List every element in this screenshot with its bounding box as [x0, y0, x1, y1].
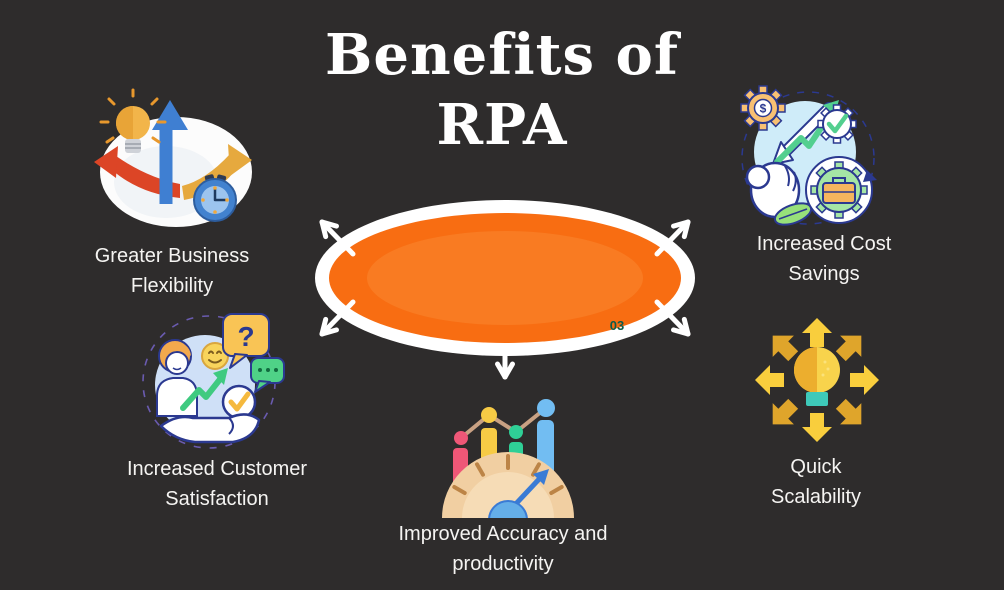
arrow-top-left-icon — [319, 219, 356, 257]
arrow-bottom-right-icon — [654, 299, 691, 337]
page-number-badge: 03 — [610, 318, 624, 333]
benefit-label-line: Increased Cost — [756, 233, 892, 255]
benefit-label-quick-scalability: Quick Scalability — [771, 452, 861, 512]
chat-dots-bubble-icon — [250, 357, 285, 393]
check-gear-icon — [817, 104, 857, 144]
arrow-top-right-icon — [654, 219, 691, 257]
open-hand-icon — [159, 413, 261, 444]
customer-satisfaction-chat-check-icon: ? — [142, 313, 285, 449]
benefit-label-increased-customer-satisfaction: Increased Customer Satisfaction — [127, 454, 307, 514]
ellipse-inner-shade — [367, 231, 643, 325]
dashed-ring — [741, 91, 875, 225]
benefit-label-line: Satisfaction — [165, 488, 269, 510]
expanding-arrows — [755, 318, 879, 442]
dollar-glyph: $ — [760, 102, 767, 116]
question-bubble-icon: ? — [222, 313, 270, 369]
question-glyph: ? — [237, 321, 254, 352]
check-circle-icon — [221, 384, 257, 420]
growth-arrow-icon — [180, 368, 228, 411]
arrow-bottom-center-icon — [495, 347, 515, 380]
benefit-label-line: Improved Accuracy and — [398, 523, 608, 545]
flexibility-arrows-bulb-clock-icon — [94, 88, 252, 227]
benefit-label-line: Increased Customer — [126, 458, 308, 480]
cost-savings-gears-hand-leaf-icon: $ — [740, 85, 877, 226]
dollar-gear-icon: $ — [740, 85, 786, 131]
stopwatch-icon — [193, 174, 237, 222]
central-ellipse-diagram: 03 — [315, 200, 695, 380]
arrow-bottom-left-icon — [319, 299, 356, 337]
line-chart-dots — [454, 399, 555, 445]
page-title-line1: Benefits of — [325, 22, 679, 88]
benefit-label-line: Quick — [790, 456, 842, 478]
lightbulb-icon — [99, 88, 167, 153]
benefit-label-line: productivity — [452, 553, 554, 575]
benefit-label-line: Savings — [788, 263, 860, 285]
lightbulb-icon — [794, 347, 840, 406]
benefit-label-line: Scalability — [770, 486, 862, 508]
gauge-bar-chart-icon — [442, 399, 574, 518]
page-title: Benefits of RPA — [0, 20, 1004, 160]
benefit-label-line: Greater Business — [94, 245, 250, 267]
briefcase-gear-icon — [805, 156, 877, 224]
outward-arrows — [319, 219, 691, 380]
bulb-expanding-arrows-icon — [755, 318, 879, 442]
page-title-line2: RPA — [436, 92, 568, 158]
benefit-label-line: Flexibility — [130, 275, 214, 297]
benefit-label-greater-business-flexibility: Greater Business Flexibility — [95, 241, 250, 301]
speedometer-gauge-icon — [442, 452, 574, 518]
benefit-label-improved-accuracy-productivity: Improved Accuracy and productivity — [399, 519, 608, 579]
benefit-label-increased-cost-savings: Increased Cost Savings — [757, 229, 892, 289]
